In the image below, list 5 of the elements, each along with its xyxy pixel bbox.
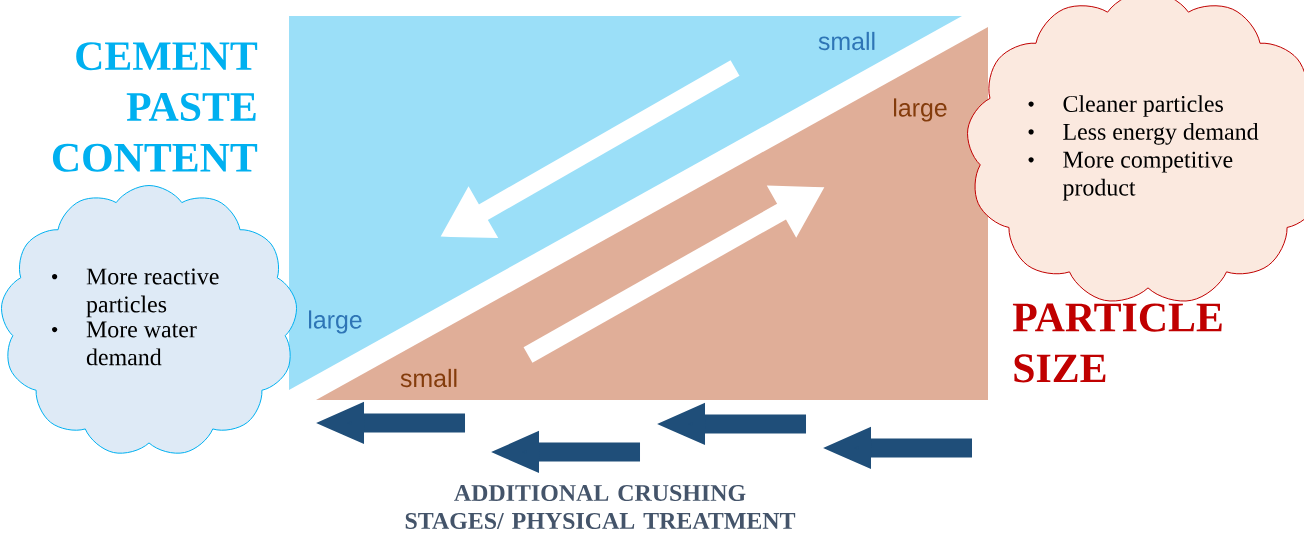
heading: PARTICLE SIZE [1012, 303, 1222, 383]
cloud-callout: Cleaner particles Less energy demand More competitive product [967, 0, 1304, 302]
heading: ADDITIONAL CRUSHING STAGES/ PHYSICAL TREATMENT [405, 485, 796, 529]
cloud-callout: More reactive particles More water demand [1, 185, 297, 454]
heading: CEMENT PASTE CONTENT [52, 42, 258, 172]
